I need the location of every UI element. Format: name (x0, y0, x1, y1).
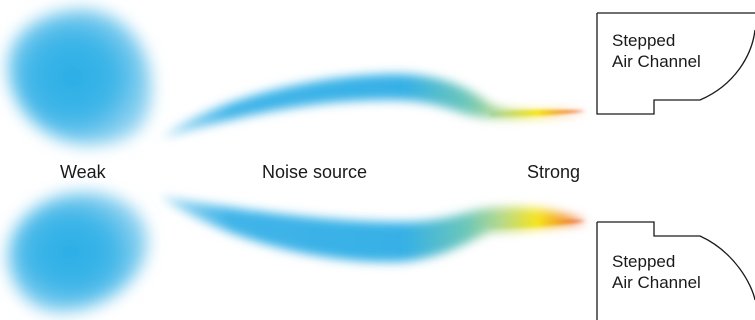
stepped-air-channel-bottom-outline (596, 221, 755, 320)
channel-top-line2: Air Channel (612, 52, 701, 71)
flow-jet-top (490, 109, 586, 117)
strong-label: Strong (527, 162, 581, 182)
channel-top-line1: Stepped (612, 31, 676, 50)
weak-label: Weak (60, 162, 106, 182)
flow-blob-top (7, 8, 153, 145)
flow-stream-top (162, 73, 586, 138)
flow-stream-bottom (160, 196, 586, 262)
stepped-air-channel-top-label: Stepped Air Channel (612, 30, 701, 72)
channel-bottom-line1: Stepped (612, 252, 676, 271)
stepped-air-channel-top-outline (596, 12, 755, 115)
stepped-air-channel-bottom-label: Stepped Air Channel (612, 251, 701, 293)
channel-bottom-line2: Air Channel (612, 273, 701, 292)
flow-jet-bottom (490, 219, 586, 228)
noise-source-label: Noise source (262, 162, 368, 182)
flow-blob-bottom (8, 192, 149, 312)
